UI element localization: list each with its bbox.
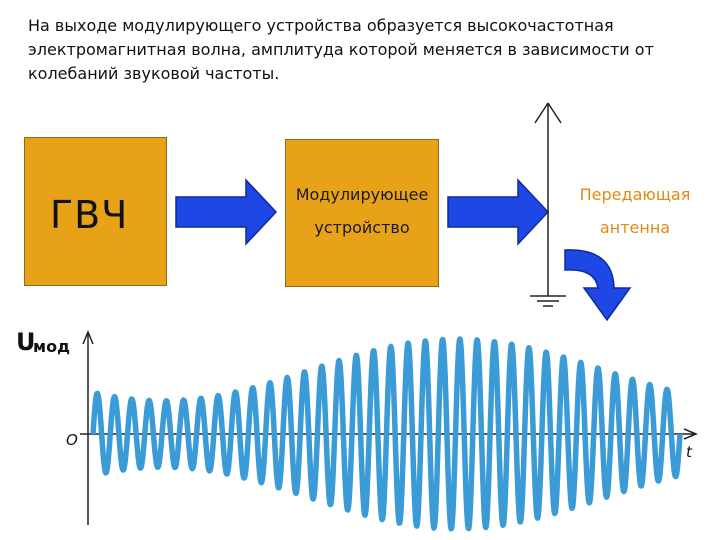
modulator-block	[285, 139, 439, 287]
antenna-icon	[534, 102, 562, 296]
modulator-label-line1: Модулирующее	[295, 185, 429, 204]
x-axis-label: t	[686, 443, 693, 461]
generator-label: ГВЧ	[50, 193, 129, 237]
antenna-label-line1: Передающая	[579, 185, 691, 204]
modulator-label-line2: устройство	[314, 218, 410, 237]
right-arrow-icon	[447, 178, 550, 246]
y-axis-label-main: U	[16, 328, 36, 356]
intro-text: На выходе модулирующего устройства образ…	[28, 16, 654, 83]
origin-label: O	[66, 431, 78, 449]
modulated-wave-series	[90, 336, 683, 532]
generator-block	[24, 137, 167, 286]
y-axis-arrow	[82, 330, 94, 345]
x-axis-arrow	[683, 428, 698, 440]
ground-icon	[530, 295, 566, 307]
curved-down-arrow-icon	[564, 249, 632, 322]
y-axis-label-sub: мод	[33, 337, 70, 356]
right-arrow-icon	[175, 178, 278, 246]
antenna-label-line2: антенна	[599, 218, 671, 237]
